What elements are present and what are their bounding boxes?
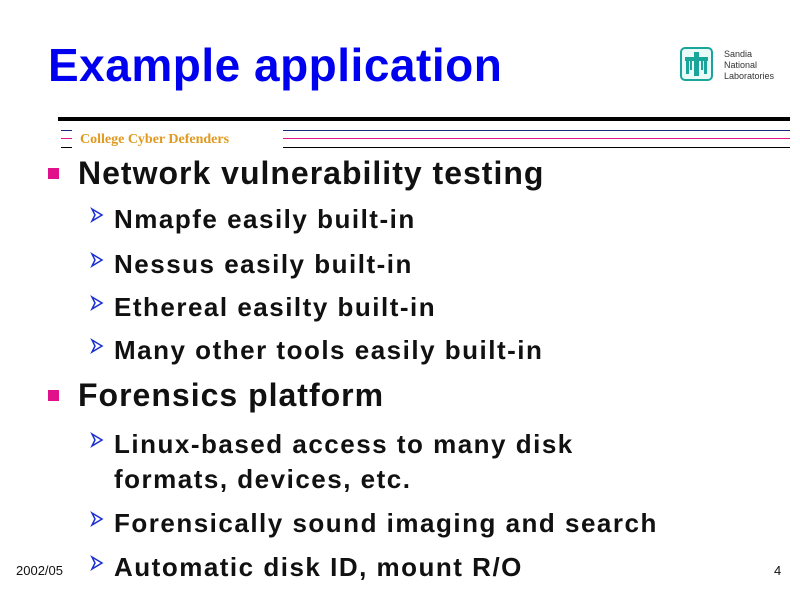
sub-bullet-text: Forensically sound imaging and search (114, 508, 658, 538)
logo-line: National (724, 60, 758, 70)
arrow-bullet-icon (90, 295, 104, 311)
sub-bullet-text: Nessus easily built-in (114, 249, 413, 279)
divider-navy (283, 130, 790, 131)
divider-black (283, 147, 790, 148)
logo-line: Laboratories (724, 71, 775, 81)
arrow-bullet-icon (90, 432, 104, 448)
sub-bullet-text: Nmapfe easily built-in (114, 204, 416, 234)
bullet-text: Network vulnerability testing (78, 155, 545, 191)
sandia-logo-icon (680, 47, 713, 81)
divider-magenta (283, 138, 790, 139)
square-bullet-icon (48, 168, 59, 179)
sub-bullet-text: Ethereal easilty built-in (114, 292, 437, 322)
divider-navy-left (61, 130, 72, 131)
arrow-bullet-icon (90, 511, 104, 527)
divider-magenta-left (61, 138, 72, 139)
arrow-bullet-icon (90, 252, 104, 268)
square-bullet-icon (48, 390, 59, 401)
page-number: 4 (774, 563, 782, 578)
bullet-text: Forensics platform (78, 377, 385, 413)
sub-bullet-text: Linux-based access to many disk (114, 429, 574, 459)
sub-bullet-text: Many other tools easily built-in (114, 335, 544, 365)
arrow-bullet-icon (90, 338, 104, 354)
slide-title: Example application (48, 39, 503, 91)
sub-bullet-text: Automatic disk ID, mount R/O (114, 552, 523, 582)
logo-text: Sandia National Laboratories (724, 49, 774, 82)
logo-line: Sandia (724, 49, 753, 59)
divider-black-left (61, 147, 72, 148)
header-rule (58, 117, 790, 121)
footer-date: 2002/05 (16, 563, 63, 578)
arrow-bullet-icon (90, 555, 104, 571)
tagline: College Cyber Defenders (80, 132, 230, 147)
arrow-bullet-icon (90, 207, 104, 223)
sub-bullet-text-continued: formats, devices, etc. (114, 464, 412, 494)
